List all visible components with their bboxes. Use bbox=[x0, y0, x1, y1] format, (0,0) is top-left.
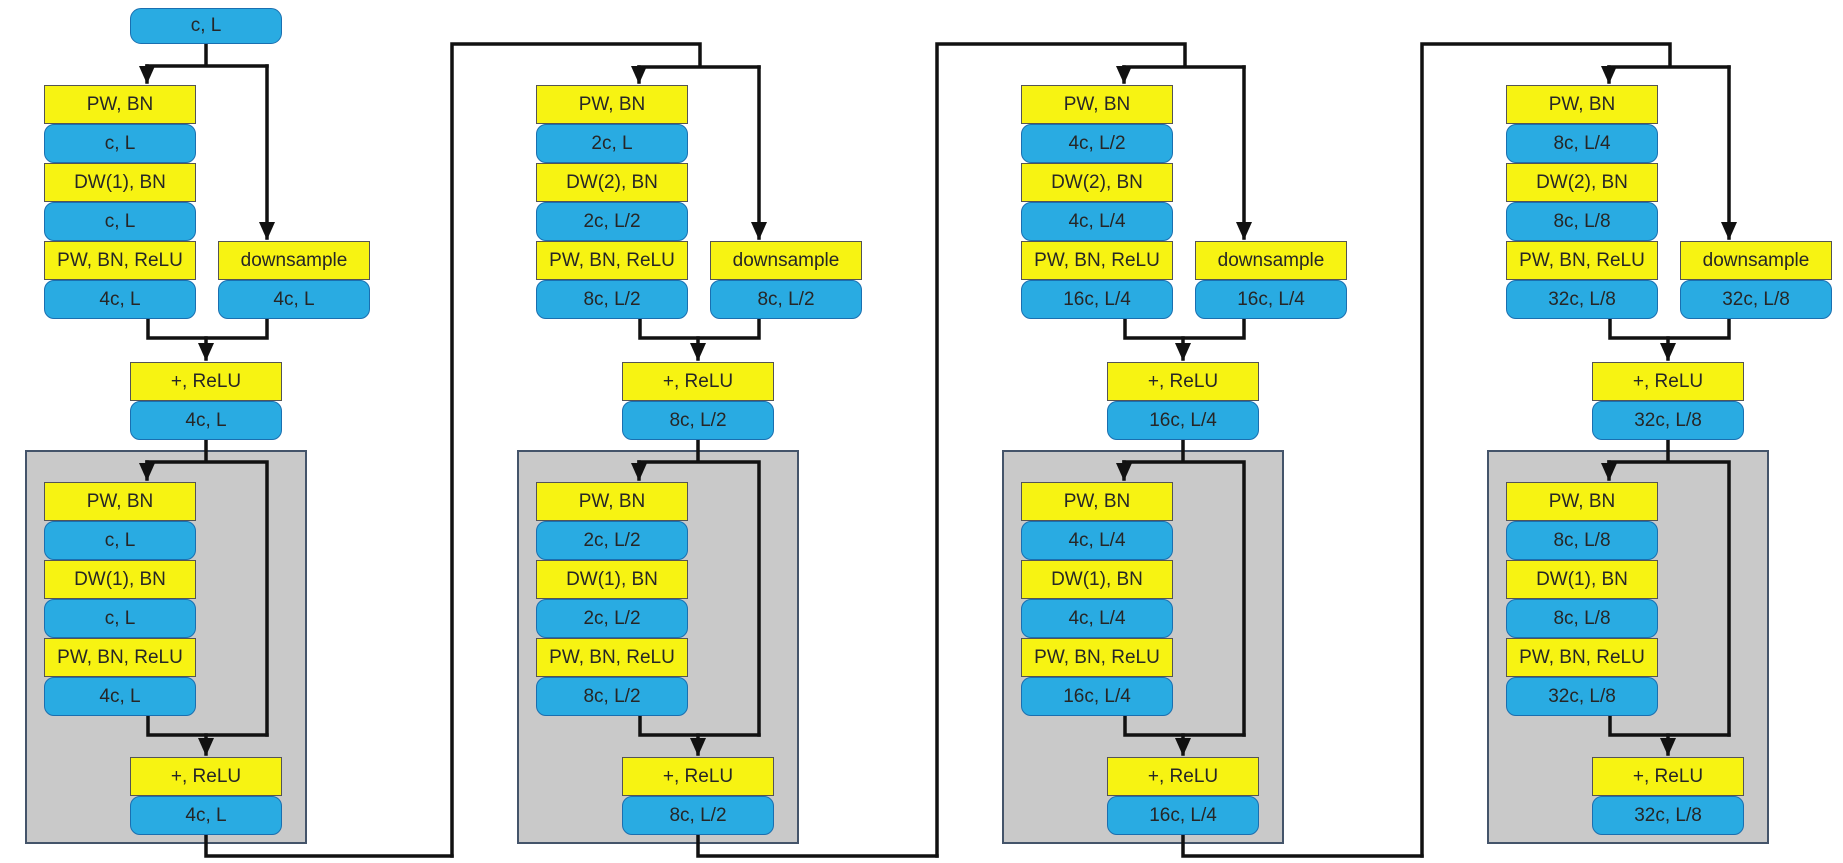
add-relu-box: +, ReLU bbox=[1107, 757, 1259, 796]
tensor-box: 32c, L/8 bbox=[1506, 280, 1658, 319]
tensor-box: 4c, L bbox=[44, 280, 196, 319]
tensor-box: 4c, L/4 bbox=[1021, 202, 1173, 241]
pw-bn-relu-box: PW, BN, ReLU bbox=[536, 638, 688, 677]
join-connector bbox=[1123, 317, 1246, 340]
pw-bn-box: PW, BN bbox=[536, 85, 688, 124]
add-relu-box: +, ReLU bbox=[1592, 757, 1744, 796]
tensor-box: c, L bbox=[44, 599, 196, 638]
dw-bn-box: DW(2), BN bbox=[1021, 163, 1173, 202]
add-relu-box: +, ReLU bbox=[130, 362, 282, 401]
tensor-box: 8c, L/2 bbox=[536, 677, 688, 716]
dw-bn-box: DW(1), BN bbox=[1506, 560, 1658, 599]
tensor-box: 16c, L/4 bbox=[1107, 796, 1259, 835]
tensor-box: 16c, L/4 bbox=[1021, 677, 1173, 716]
tensor-box: 2c, L/2 bbox=[536, 599, 688, 638]
add-relu-box: +, ReLU bbox=[622, 362, 774, 401]
tensor-box: 4c, L/4 bbox=[1021, 599, 1173, 638]
tensor-box: 4c, L bbox=[218, 280, 370, 319]
tensor-box: 8c, L/8 bbox=[1506, 599, 1658, 638]
downsample-box: downsample bbox=[1680, 241, 1832, 280]
pw-bn-relu-box: PW, BN, ReLU bbox=[1021, 638, 1173, 677]
tensor-box: c, L bbox=[44, 202, 196, 241]
pw-bn-box: PW, BN bbox=[1021, 482, 1173, 521]
dw-bn-box: DW(1), BN bbox=[1021, 560, 1173, 599]
tensor-box: 32c, L/8 bbox=[1680, 280, 1832, 319]
pw-bn-relu-box: PW, BN, ReLU bbox=[1021, 241, 1173, 280]
tensor-box: 8c, L/2 bbox=[622, 401, 774, 440]
add-relu-box: +, ReLU bbox=[1592, 362, 1744, 401]
tensor-box: 8c, L/4 bbox=[1506, 124, 1658, 163]
pw-bn-relu-box: PW, BN, ReLU bbox=[1506, 241, 1658, 280]
pw-bn-box: PW, BN bbox=[1506, 482, 1658, 521]
tensor-box: 32c, L/8 bbox=[1592, 401, 1744, 440]
tensor-box: 16c, L/4 bbox=[1021, 280, 1173, 319]
join-connector bbox=[638, 317, 761, 340]
dw-bn-box: DW(2), BN bbox=[536, 163, 688, 202]
tensor-box: 4c, L/2 bbox=[1021, 124, 1173, 163]
tensor-box: 2c, L/2 bbox=[536, 521, 688, 560]
tensor-box: 2c, L bbox=[536, 124, 688, 163]
tensor-box: 4c, L bbox=[130, 401, 282, 440]
dw-bn-box: DW(2), BN bbox=[1506, 163, 1658, 202]
tensor-box: 4c, L/4 bbox=[1021, 521, 1173, 560]
pw-bn-box: PW, BN bbox=[1021, 85, 1173, 124]
pw-bn-box: PW, BN bbox=[536, 482, 688, 521]
join-connector bbox=[1608, 317, 1731, 340]
tensor-box: 8c, L/8 bbox=[1506, 521, 1658, 560]
add-relu-box: +, ReLU bbox=[1107, 362, 1259, 401]
join-connector bbox=[146, 317, 269, 340]
dw-bn-box: DW(1), BN bbox=[536, 560, 688, 599]
pw-bn-relu-box: PW, BN, ReLU bbox=[44, 638, 196, 677]
add-relu-box: +, ReLU bbox=[130, 757, 282, 796]
downsample-box: downsample bbox=[218, 241, 370, 280]
tensor-box: 4c, L bbox=[130, 796, 282, 835]
pw-bn-relu-box: PW, BN, ReLU bbox=[1506, 638, 1658, 677]
pw-bn-box: PW, BN bbox=[44, 85, 196, 124]
pw-bn-box: PW, BN bbox=[44, 482, 196, 521]
feed-connector bbox=[145, 42, 269, 68]
tensor-box: 16c, L/4 bbox=[1107, 401, 1259, 440]
input-tensor-box: c, L bbox=[130, 8, 282, 44]
dw-bn-box: DW(1), BN bbox=[44, 163, 196, 202]
pw-bn-relu-box: PW, BN, ReLU bbox=[536, 241, 688, 280]
add-relu-box: +, ReLU bbox=[622, 757, 774, 796]
tensor-box: 8c, L/2 bbox=[622, 796, 774, 835]
pw-bn-relu-box: PW, BN, ReLU bbox=[44, 241, 196, 280]
downsample-box: downsample bbox=[1195, 241, 1347, 280]
dw-bn-box: DW(1), BN bbox=[44, 560, 196, 599]
tensor-box: c, L bbox=[44, 124, 196, 163]
tensor-box: c, L bbox=[44, 521, 196, 560]
tensor-box: 32c, L/8 bbox=[1592, 796, 1744, 835]
pw-bn-box: PW, BN bbox=[1506, 85, 1658, 124]
tensor-box: 8c, L/8 bbox=[1506, 202, 1658, 241]
downsample-box: downsample bbox=[710, 241, 862, 280]
tensor-box: 8c, L/2 bbox=[536, 280, 688, 319]
tensor-box: 32c, L/8 bbox=[1506, 677, 1658, 716]
tensor-box: 8c, L/2 bbox=[710, 280, 862, 319]
tensor-box: 4c, L bbox=[44, 677, 196, 716]
tensor-box: 16c, L/4 bbox=[1195, 280, 1347, 319]
tensor-box: 2c, L/2 bbox=[536, 202, 688, 241]
